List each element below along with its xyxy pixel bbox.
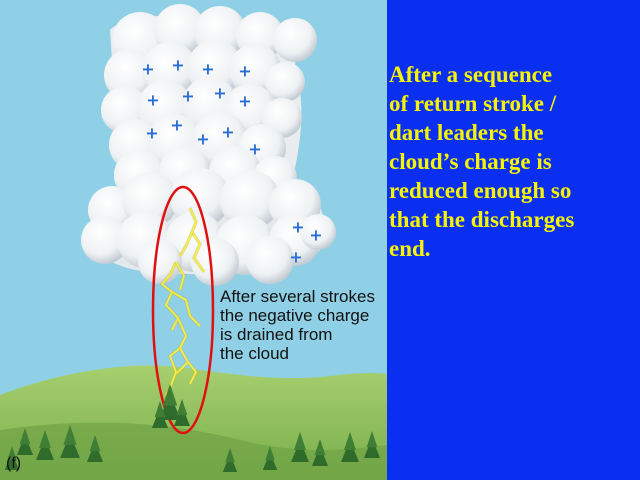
highlight-ellipse bbox=[151, 185, 215, 435]
tree bbox=[86, 435, 104, 462]
positive-charge-sign: + bbox=[238, 62, 251, 81]
positive-charge-sign: + bbox=[221, 123, 234, 142]
positive-charge-sign: + bbox=[289, 248, 302, 267]
cloud-puff bbox=[300, 214, 336, 250]
positive-charge-sign: + bbox=[141, 60, 154, 79]
tree bbox=[16, 428, 34, 455]
storm-cloud bbox=[81, 4, 336, 286]
tree bbox=[341, 432, 359, 462]
tree bbox=[262, 446, 278, 470]
explanation-line: cloud’s charge is bbox=[389, 149, 552, 174]
positive-charge-sign: + bbox=[170, 116, 183, 135]
cloud-puff bbox=[170, 168, 230, 228]
panel-letter: (f) bbox=[6, 455, 22, 472]
positive-charge-sign: + bbox=[248, 140, 261, 159]
explanation-line: of return stroke / bbox=[389, 91, 557, 116]
caption-line: the negative charge bbox=[220, 306, 370, 325]
ground-shade bbox=[0, 422, 387, 480]
positive-charge-sign: + bbox=[181, 87, 194, 106]
positive-charge-sign: + bbox=[146, 91, 159, 110]
thunderstorm-diagram: ++++++++++++++++ bbox=[0, 4, 387, 480]
cloud-puff bbox=[191, 238, 239, 286]
tree bbox=[4, 446, 20, 470]
positive-charge-sign: + bbox=[145, 124, 158, 143]
tree bbox=[291, 432, 309, 462]
cloud-puff bbox=[81, 216, 129, 264]
tree bbox=[60, 425, 80, 458]
positive-charge-sign: + bbox=[309, 226, 322, 245]
lightning-strokes bbox=[160, 207, 206, 397]
tree bbox=[173, 399, 191, 426]
tree bbox=[151, 401, 169, 428]
caption-line: After several strokes bbox=[220, 287, 375, 306]
slide-explanation: After a sequence of return stroke / dart… bbox=[389, 60, 639, 263]
lightning-bolt bbox=[189, 207, 205, 273]
explanation-line: end. bbox=[389, 236, 431, 261]
positive-charge-sign: + bbox=[213, 84, 226, 103]
drained-charge-caption: After several strokes the negative charg… bbox=[220, 287, 387, 363]
lightning-bolt bbox=[187, 361, 197, 385]
positive-charge-sign: + bbox=[238, 92, 251, 111]
caption-line: the cloud bbox=[220, 344, 289, 363]
thunderstorm-illustration: ++++++++++++++++ After several strokes t… bbox=[0, 0, 387, 480]
positive-charge-sign: + bbox=[196, 130, 209, 149]
caption-line: is drained from bbox=[220, 325, 333, 344]
lightning-bolt bbox=[179, 231, 193, 257]
tree bbox=[222, 448, 238, 472]
explanation-line: that the discharges bbox=[389, 207, 575, 232]
positive-charges: ++++++++++++++++ bbox=[141, 56, 322, 267]
tree bbox=[311, 439, 329, 466]
cloud-puff bbox=[265, 62, 305, 102]
tree bbox=[159, 384, 181, 420]
explanation-line: dart leaders the bbox=[389, 120, 544, 145]
positive-charge-sign: + bbox=[171, 56, 184, 75]
tree bbox=[36, 430, 54, 460]
cloud-puff bbox=[220, 170, 280, 230]
explanation-line: reduced enough so bbox=[389, 178, 572, 203]
cloud-puff bbox=[273, 18, 317, 62]
explanation-line: After a sequence bbox=[389, 62, 553, 87]
lightning-bolt bbox=[175, 261, 185, 291]
trees bbox=[4, 384, 381, 472]
lightning-bolt bbox=[171, 291, 201, 327]
positive-charge-sign: + bbox=[291, 218, 304, 237]
positive-charge-sign: + bbox=[201, 60, 214, 79]
cloud-puff bbox=[246, 236, 294, 284]
tree bbox=[363, 431, 381, 458]
